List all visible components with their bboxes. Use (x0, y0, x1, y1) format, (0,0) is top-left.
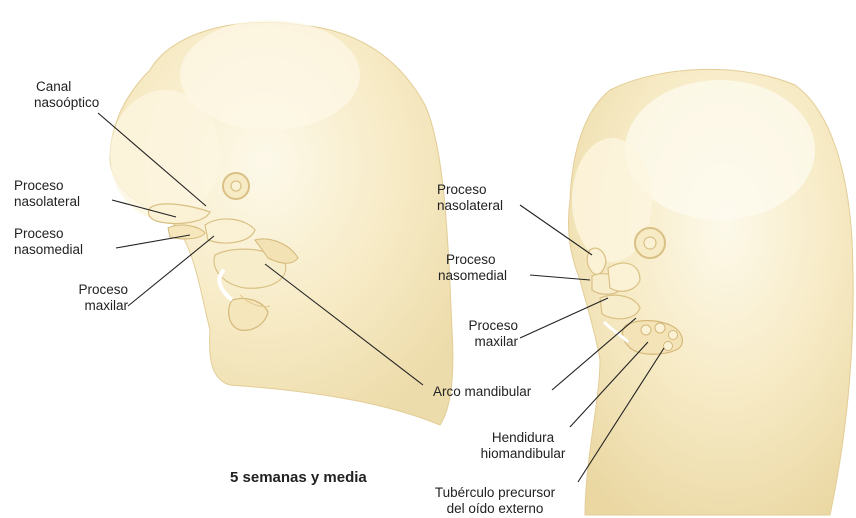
label-left-canal: Canal nasoóptico (36, 79, 99, 111)
left-embryo (110, 20, 453, 425)
label-left-nasolateral: Proceso nasolateral (14, 178, 80, 210)
label-right-nasomedial-line1: Proceso (446, 252, 507, 268)
label-left-nasomedial-line1: Proceso (14, 226, 83, 242)
label-right-hendidura: Hendidura hiomandibular (468, 430, 578, 462)
right-embryo (568, 69, 853, 515)
label-right-maxilar-line1: Proceso (450, 318, 518, 334)
label-left-nasolateral-line2: nasolateral (14, 194, 80, 210)
right-midbrain-bulge (625, 80, 815, 220)
label-right-tuberculo: Tubérculo precursor del oído externo (420, 485, 570, 517)
label-left-maxilar: Proceso maxilar (66, 282, 128, 314)
label-right-maxilar: Proceso maxilar (450, 318, 518, 350)
label-right-hendidura-line1: Hendidura (468, 430, 578, 446)
label-right-nasolateral: Proceso nasolateral (437, 182, 503, 214)
figure-caption: 5 semanas y media (230, 469, 367, 486)
label-left-nasolateral-line1: Proceso (14, 178, 80, 194)
label-left-canal-line2: nasoóptico (34, 95, 99, 111)
label-right-tuberculo-line1: Tubérculo precursor (420, 485, 570, 501)
label-left-maxilar-line1: Proceso (66, 282, 128, 298)
label-right-tuberculo-line2: del oído externo (420, 501, 570, 517)
label-right-maxilar-line2: maxilar (450, 334, 518, 350)
label-left-nasomedial: Proceso nasomedial (14, 226, 83, 258)
leader-left-nasomedial (116, 235, 190, 248)
label-left-nasomedial-line2: nasomedial (14, 242, 83, 258)
label-left-canal-line1: Canal (36, 79, 99, 95)
right-maxillary-process (608, 263, 640, 291)
label-right-nasolateral-line1: Proceso (437, 182, 503, 198)
label-right-hendidura-line2: hiomandibular (468, 446, 578, 462)
label-right-nasomedial-line2: nasomedial (438, 268, 507, 284)
label-right-arco: Arco mandibular (433, 384, 531, 400)
label-left-maxilar-line2: maxilar (66, 298, 128, 314)
left-midbrain-bulge (180, 20, 360, 130)
label-right-nasolateral-line2: nasolateral (437, 198, 503, 214)
label-right-nasomedial: Proceso nasomedial (438, 252, 507, 284)
